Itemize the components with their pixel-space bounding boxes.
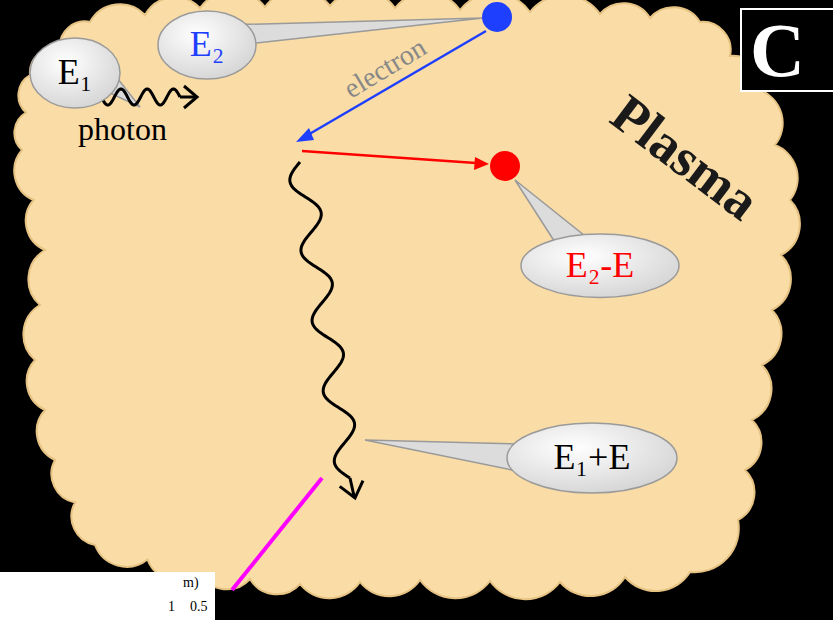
label-holder: photon — [78, 113, 167, 145]
bubble-shape — [521, 234, 679, 297]
energy-label: E₂ — [190, 25, 225, 65]
label-holder: m) — [183, 576, 199, 590]
label-holder: 1 — [168, 600, 175, 614]
axis-tick: 0.5 — [190, 600, 208, 614]
energy-label: E₁+E — [554, 438, 631, 478]
speech-bubble: E₂ — [157, 10, 257, 80]
bubble-shape — [30, 38, 120, 108]
cloud-shape — [14, 0, 800, 599]
inset-plot — [0, 572, 215, 620]
energy-label: E₁ — [58, 53, 93, 93]
panel-letter: C — [750, 12, 805, 88]
axis-unit: m) — [183, 576, 199, 590]
electron-dot — [482, 2, 512, 32]
axis-tick: 1 — [168, 600, 175, 614]
bubble-shape — [158, 11, 256, 79]
label-holder: 0.5 — [190, 600, 208, 614]
energy-label: E₂-E — [566, 246, 635, 286]
panel-letter-box: C — [740, 8, 833, 92]
electron-dot — [490, 151, 520, 181]
region-name: Plasma — [600, 84, 770, 233]
title-holder: Plasma — [600, 84, 770, 233]
speech-bubble: E₁+E — [506, 422, 678, 494]
particle-name: photon — [78, 113, 167, 145]
bubble-shape — [507, 423, 677, 493]
speech-bubble: E₁ — [29, 37, 121, 109]
speech-bubble: E₂-E — [520, 233, 680, 298]
